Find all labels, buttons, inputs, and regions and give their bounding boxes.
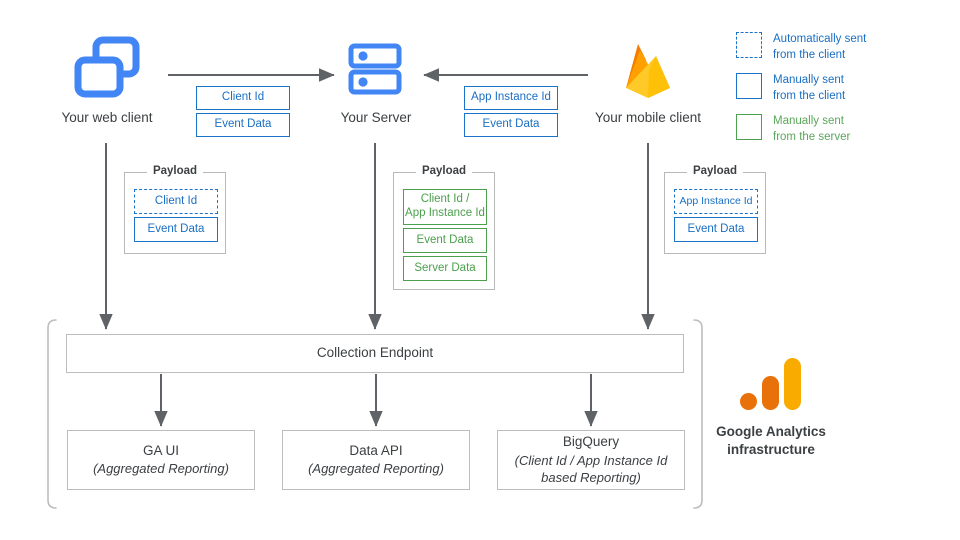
infrastructure-bracket-left <box>47 319 57 509</box>
payload-server-item-event-data: Event Data <box>403 228 487 253</box>
payload-server-item-ids-line1: Client Id / <box>420 193 470 206</box>
web-client-label: Your web client <box>61 110 153 125</box>
legend-line-1: Manually sent <box>773 74 844 87</box>
server-stack-icon <box>348 42 402 96</box>
payload-web-item-client-id: Client Id <box>134 189 218 214</box>
chip-event-data: Event Data <box>196 113 290 137</box>
ga-brand-line-2: infrastructure <box>727 442 815 458</box>
chip-client-id: Client Id <box>196 86 290 110</box>
legend-item-automatic: Automatically sent from the client <box>736 32 946 63</box>
payload-server-item-ids: Client Id / App Instance Id <box>403 189 487 225</box>
chip-event-data-mobile: Event Data <box>464 113 558 137</box>
payload-mobile-title: Payload <box>686 165 744 177</box>
google-analytics-logo <box>740 358 802 416</box>
legend-line-1: Manually sent <box>773 115 844 128</box>
legend: Automatically sent from the client Manua… <box>736 32 946 145</box>
solid-green-square-icon <box>736 114 762 141</box>
ga-infrastructure-caption: Google Analytics infrastructure <box>688 423 854 459</box>
output-bigquery-detail-line2: based Reporting) <box>541 470 641 486</box>
output-bigquery-title: BigQuery <box>562 434 620 450</box>
collection-endpoint-box: Collection Endpoint <box>66 334 684 373</box>
payload-server-title: Payload <box>415 165 473 177</box>
infrastructure-bracket-right <box>693 319 703 509</box>
payload-server-item-server-data: Server Data <box>403 256 487 281</box>
legend-line-2: from the client <box>773 48 846 61</box>
output-ga-ui-detail: (Aggregated Reporting) <box>93 461 229 477</box>
mobile-client-label: Your mobile client <box>594 110 702 125</box>
payload-server-item-ids-line2: App Instance Id <box>405 207 485 219</box>
server-label: Your Server <box>340 110 412 125</box>
output-box-data-api: Data API (Aggregated Reporting) <box>282 430 470 490</box>
payload-web-item-event-data: Event Data <box>134 217 218 242</box>
payload-mobile-item-app-instance-id: App Instance Id <box>674 189 758 214</box>
collection-endpoint-label: Collection Endpoint <box>316 345 434 361</box>
output-data-api-title: Data API <box>349 443 403 459</box>
solid-blue-square-icon <box>736 73 762 100</box>
legend-line-2: from the server <box>773 130 851 143</box>
payload-web-title: Payload <box>146 165 204 177</box>
output-box-ga-ui: GA UI (Aggregated Reporting) <box>67 430 255 490</box>
chip-app-instance-id: App Instance Id <box>464 86 558 110</box>
legend-line-1: Automatically sent <box>773 33 867 45</box>
legend-item-manual-server-text: Manually sent from the server <box>773 114 850 145</box>
dashed-blue-square-icon <box>736 32 762 58</box>
browser-windows-icon <box>72 36 142 98</box>
legend-item-manual-server: Manually sent from the server <box>736 114 946 145</box>
payload-web: Payload Client Id Event Data <box>124 165 226 254</box>
output-ga-ui-title: GA UI <box>142 443 179 459</box>
output-bigquery-detail-line1: (Client Id / App Instance Id <box>514 452 668 468</box>
legend-item-manual-client: Manually sent from the client <box>736 73 946 104</box>
payload-server: Payload Client Id / App Instance Id Even… <box>393 165 495 290</box>
legend-line-2: from the client <box>773 89 846 102</box>
payload-mobile: Payload App Instance Id Event Data <box>664 165 766 254</box>
legend-item-manual-client-text: Manually sent from the client <box>773 73 845 104</box>
legend-item-automatic-text: Automatically sent from the client <box>773 32 866 63</box>
firebase-flame-icon <box>616 36 680 102</box>
output-data-api-detail: (Aggregated Reporting) <box>308 461 444 477</box>
ga-brand-line-1: Google Analytics <box>716 424 826 439</box>
output-box-bigquery: BigQuery (Client Id / App Instance Id ba… <box>497 430 685 490</box>
payload-mobile-item-event-data: Event Data <box>674 217 758 242</box>
